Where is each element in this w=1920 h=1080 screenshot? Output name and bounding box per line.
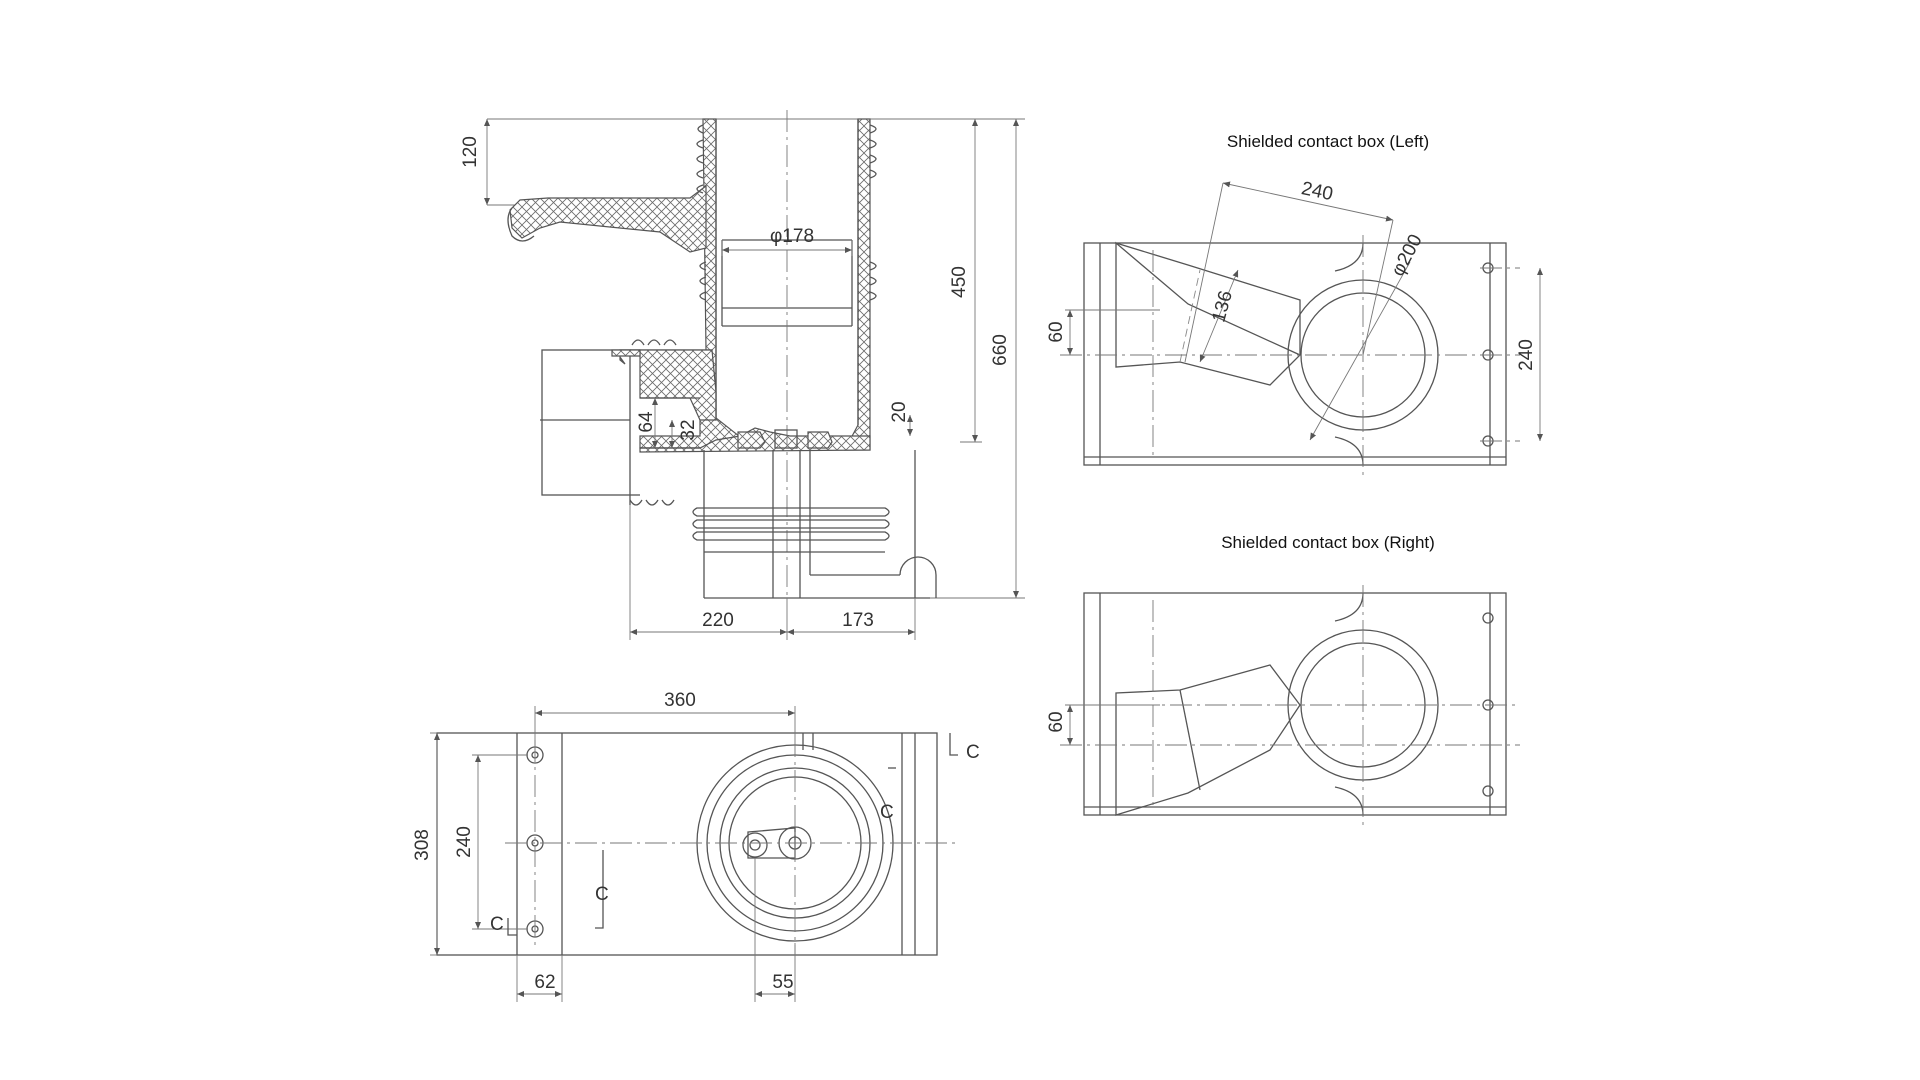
right-sheds <box>869 124 877 301</box>
dim-240-plan: 240 <box>454 826 475 858</box>
dim-136: 136 <box>1208 289 1236 325</box>
dim-308: 308 <box>412 829 433 861</box>
dim-64: 64 <box>636 411 657 433</box>
insulator-left-wall <box>619 118 745 451</box>
dim-450: 450 <box>949 266 970 298</box>
dim-60-right: 60 <box>1046 711 1067 732</box>
dim-660: 660 <box>990 334 1011 366</box>
section-c-4: C <box>490 914 504 935</box>
section-c-1: C <box>966 742 980 763</box>
dim-240-left-right: 240 <box>1516 339 1537 371</box>
dim-120: 120 <box>460 136 481 168</box>
dim-55: 55 <box>772 972 793 993</box>
left-sheds <box>696 124 707 301</box>
shielded-box-right: Shielded contact box (Right) 60 <box>1046 533 1520 825</box>
dim-phi178: φ178 <box>770 226 814 247</box>
dim-62: 62 <box>534 972 555 993</box>
dim-220: 220 <box>702 610 734 631</box>
left-box-title: Shielded contact box (Left) <box>1227 132 1429 151</box>
insulator-lower-block <box>639 349 717 421</box>
section-c-2: C <box>880 802 894 823</box>
dim-20: 20 <box>889 401 910 422</box>
plan-view: 360 308 240 62 55 C C C C <box>412 690 980 1002</box>
dim-32: 32 <box>678 419 699 440</box>
section-c-3: C <box>595 884 609 905</box>
front-section-view: 120 φ178 450 660 20 64 32 220 173 <box>460 110 1025 640</box>
dim-360: 360 <box>664 690 696 711</box>
dim-60-left: 60 <box>1046 321 1067 342</box>
insulator-flange-arm <box>509 184 707 253</box>
shielded-box-left: Shielded contact box (Left) <box>1046 132 1543 475</box>
dim-173: 173 <box>842 610 874 631</box>
dim-phi200: φ200 <box>1388 231 1427 280</box>
right-box-title: Shielded contact box (Right) <box>1221 533 1435 552</box>
